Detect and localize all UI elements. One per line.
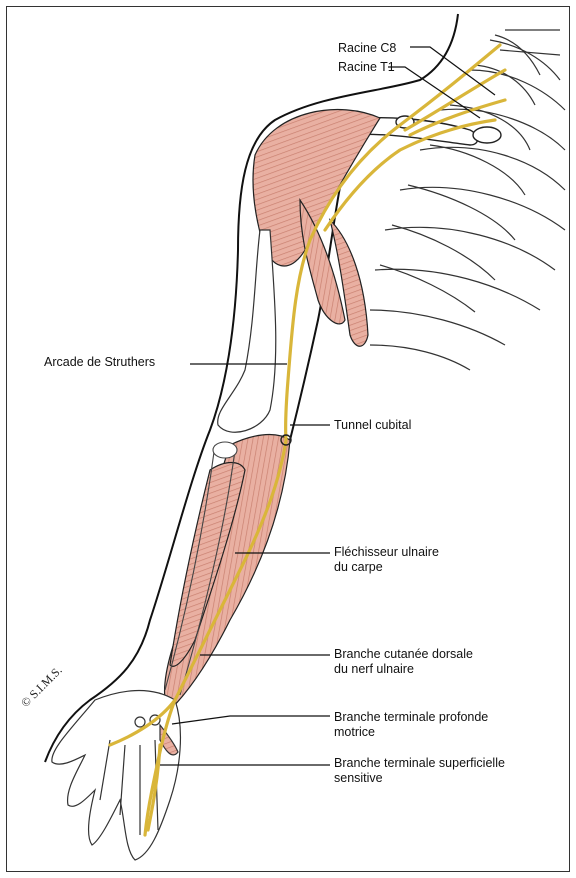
label-flechisseur-line2: du carpe — [334, 560, 383, 575]
label-flechisseur-line1: Fléchisseur ulnaire — [334, 545, 439, 560]
label-branche-profonde-line2: motrice — [334, 725, 375, 740]
ribcage — [370, 30, 565, 370]
label-branche-superficielle-line1: Branche terminale superficielle — [334, 756, 505, 771]
label-branche-cutanee-line1: Branche cutanée dorsale — [334, 647, 473, 662]
label-racine-t1: Racine T1 — [338, 60, 395, 75]
label-branche-superficielle-line2: sensitive — [334, 771, 383, 786]
label-racine-c8: Racine C8 — [338, 41, 396, 56]
label-arcade-struthers: Arcade de Struthers — [44, 355, 155, 370]
label-branche-cutanee-line2: du nerf ulnaire — [334, 662, 414, 677]
label-branche-profonde-line1: Branche terminale profonde — [334, 710, 488, 725]
forearm-muscle — [165, 435, 290, 710]
label-tunnel-cubital: Tunnel cubital — [334, 418, 411, 433]
humerus — [218, 230, 276, 432]
